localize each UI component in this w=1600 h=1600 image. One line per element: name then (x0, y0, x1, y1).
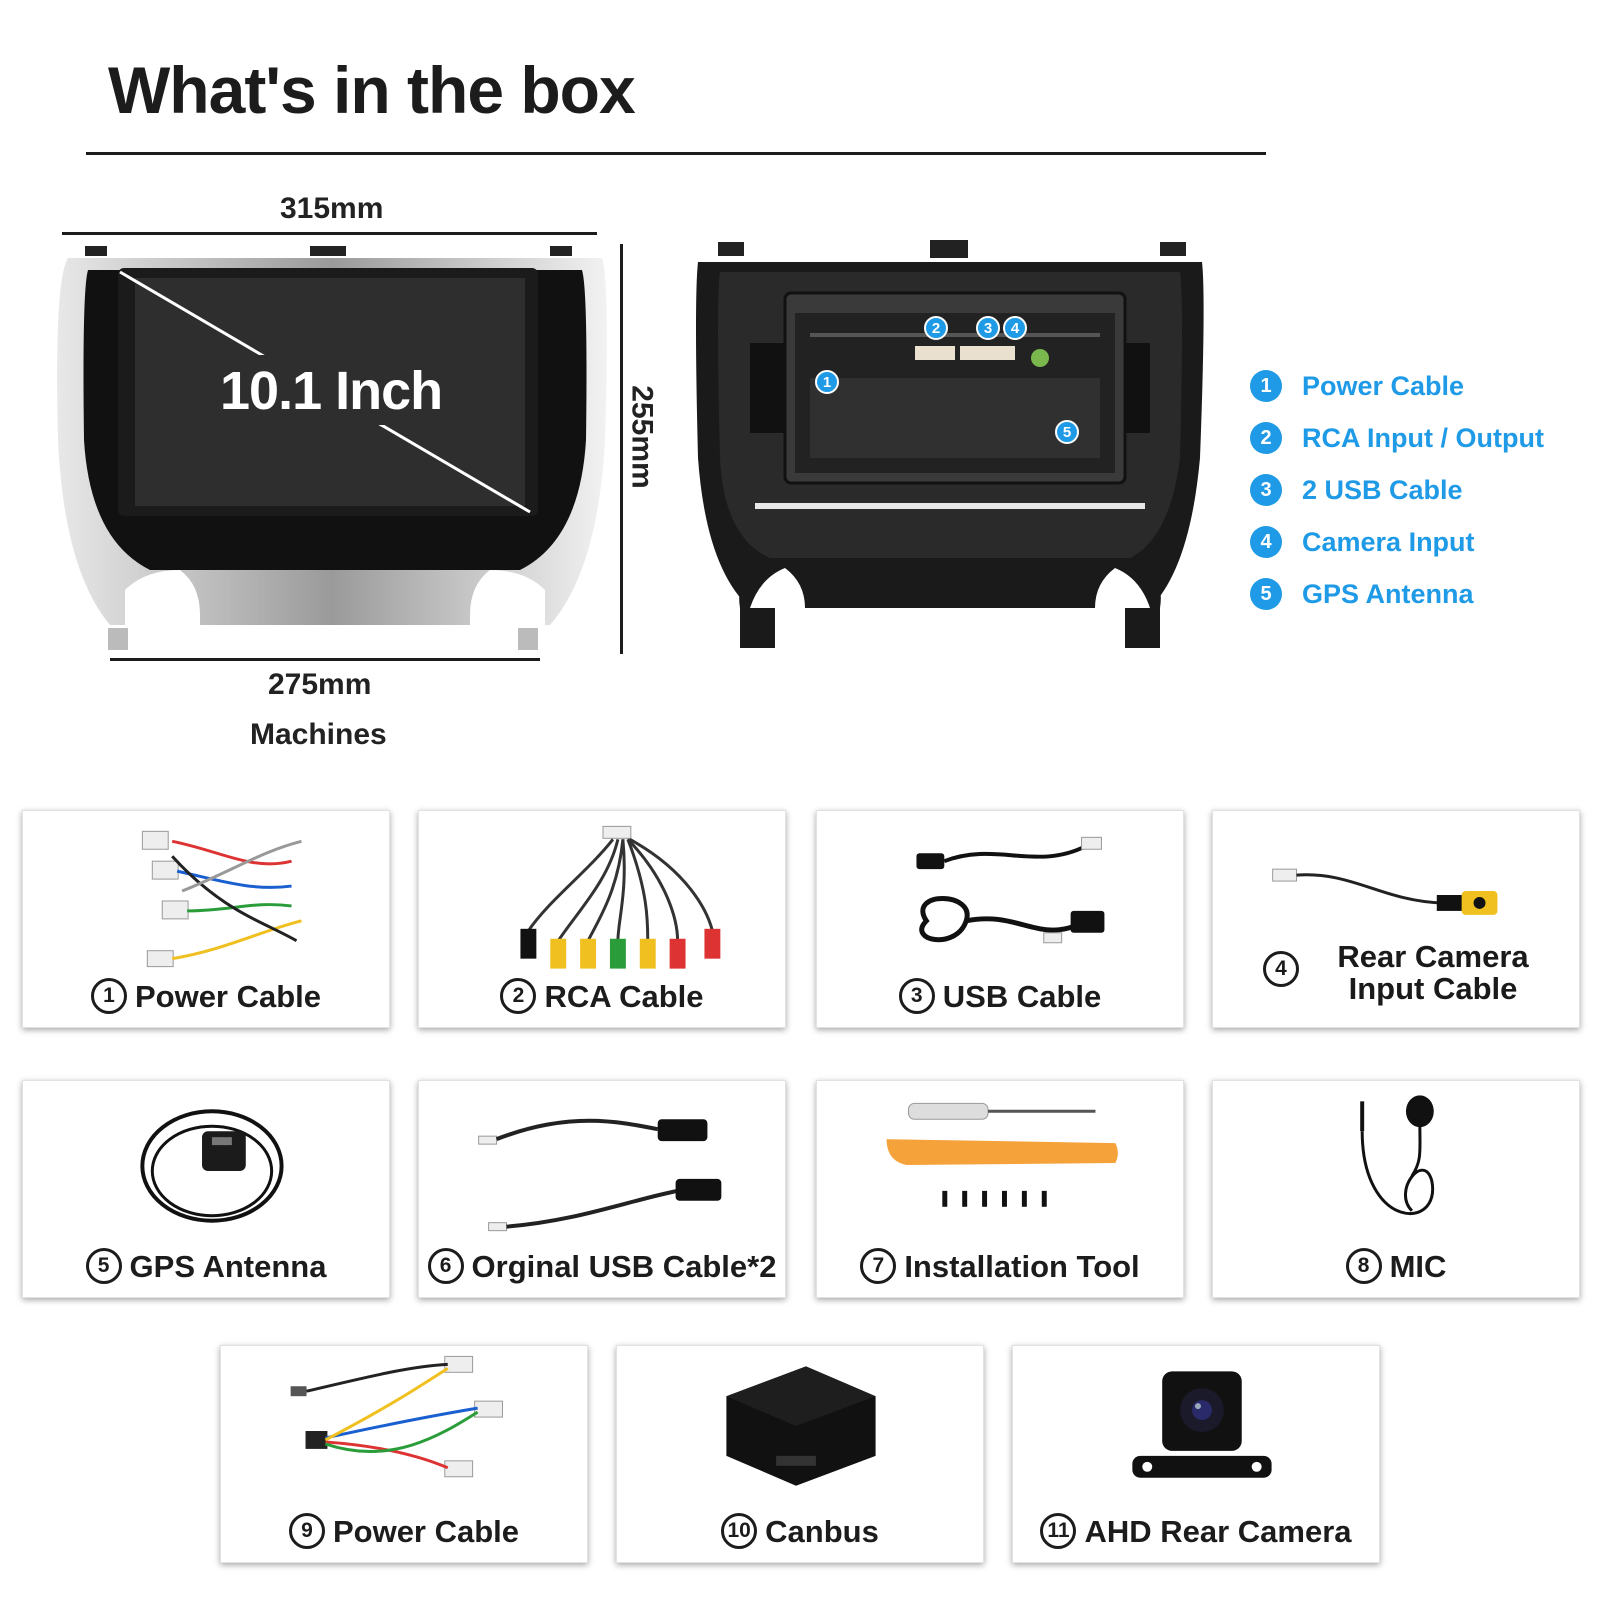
power-harness-icon (290, 1355, 503, 1478)
canbus-box-icon (726, 1366, 876, 1486)
item-card-camera-input-cable: 4 Rear Camera Input Cable (1212, 810, 1580, 1028)
port-legend: 1 Power Cable 2 RCA Input / Output 3 2 USB … (1250, 360, 1544, 620)
original-usb-cable-icon (478, 1118, 722, 1232)
bottom-width-line (110, 658, 540, 661)
back-badge-5: 5 (1055, 420, 1079, 444)
legend-item: 3 2 USB Cable (1250, 464, 1544, 516)
item-label: 4 (1263, 951, 1299, 987)
gps-antenna-icon (140, 1109, 284, 1223)
machines-caption: Machines (250, 718, 387, 751)
top-width-label: 315mm (280, 192, 384, 225)
rear-camera-icon (1132, 1371, 1272, 1478)
usb-cable-icon (916, 836, 1105, 944)
legend-item: 4 Camera Input (1250, 516, 1544, 568)
legend-label: Camera Input (1302, 526, 1475, 557)
microphone-icon (1360, 1095, 1435, 1215)
height-label: 255mm (625, 385, 659, 489)
height-line (620, 244, 623, 654)
legend-item: 2 RCA Input / Output (1250, 412, 1544, 464)
back-badge-2: 2 (924, 316, 948, 340)
legend-number: 2 (1250, 422, 1282, 454)
legend-label: 2 USB Cable (1302, 474, 1463, 505)
title-divider (86, 152, 1266, 155)
legend-number: 3 (1250, 474, 1282, 506)
top-width-line (62, 232, 597, 235)
legend-label: GPS Antenna (1302, 578, 1474, 609)
wiring-harness-icon (141, 830, 302, 968)
legend-number: 5 (1250, 578, 1282, 610)
legend-number: 1 (1250, 370, 1282, 402)
rca-cable-icon (520, 825, 721, 969)
camera-input-cable-icon (1272, 868, 1498, 915)
page-title: What's in the box (108, 53, 636, 127)
legend-item: 1 Power Cable (1250, 360, 1544, 412)
installation-tool-icon (886, 1102, 1118, 1207)
item-label-line1: Rear Camera (1337, 939, 1529, 974)
item-label-line2: Input Cable (1348, 971, 1518, 1006)
legend-label: Power Cable (1302, 370, 1465, 401)
bottom-width-label: 275mm (268, 668, 372, 701)
screen-size-label: 10.1 Inch (220, 361, 443, 421)
legend-number: 4 (1250, 526, 1282, 558)
back-badge-4: 4 (1003, 316, 1027, 340)
legend-label: RCA Input / Output (1302, 422, 1544, 453)
back-badge-3: 3 (976, 316, 1000, 340)
legend-item: 5 GPS Antenna (1250, 568, 1544, 620)
front-unit-illustration (57, 246, 607, 650)
back-badge-1: 1 (815, 370, 839, 394)
back-unit-illustration (696, 240, 1204, 648)
